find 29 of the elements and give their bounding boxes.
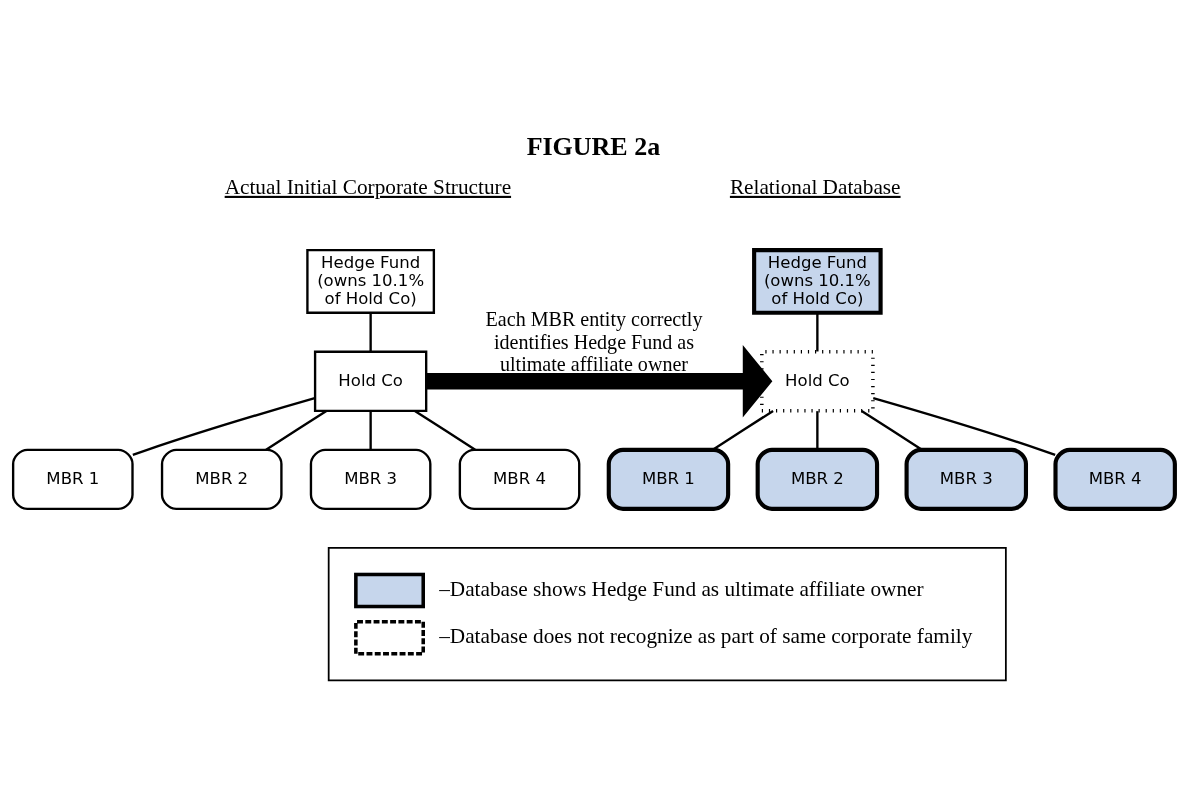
connector — [816, 410, 819, 450]
connector — [369, 312, 372, 351]
connector — [265, 409, 327, 451]
diagram-title: FIGURE 2a — [526, 131, 661, 161]
node-box: Hold Co — [760, 349, 875, 413]
node-box: MBR 2 — [160, 448, 283, 510]
connector — [132, 396, 316, 456]
node-box: MBR 2 — [755, 447, 880, 511]
node-box: MBR 3 — [309, 448, 432, 510]
node-box: Hedge Fund (owns 10.1% of Hold Co) — [306, 248, 436, 314]
edge-label: Each MBR entity correctly identifies Hedge Fund as ultimate affiliate owner — [485, 307, 703, 375]
connector — [369, 410, 372, 450]
node-box: MBR 1 — [11, 448, 134, 510]
legend-label: –Database shows Hedge Fund as ultimate affiliate owner — [439, 576, 924, 601]
node-box: MBR 3 — [904, 447, 1028, 511]
node-box: MBR 4 — [1053, 447, 1177, 511]
node-box: Hold Co — [313, 350, 428, 412]
label: Actual Initial Corporate Structure — [224, 174, 512, 199]
connector — [712, 409, 774, 451]
connector — [816, 312, 819, 351]
connector — [861, 409, 923, 451]
label: Relational Database — [729, 174, 901, 199]
connector — [414, 409, 476, 451]
node-box: MBR 1 — [606, 447, 731, 511]
arrow — [426, 344, 773, 417]
node-box: Hedge Fund (owns 10.1% of Hold Co) — [752, 247, 883, 315]
legend-label: –Database does not recognize as part of same corporate family — [439, 623, 973, 648]
connector — [872, 396, 1056, 456]
node-box: MBR 4 — [458, 448, 581, 510]
